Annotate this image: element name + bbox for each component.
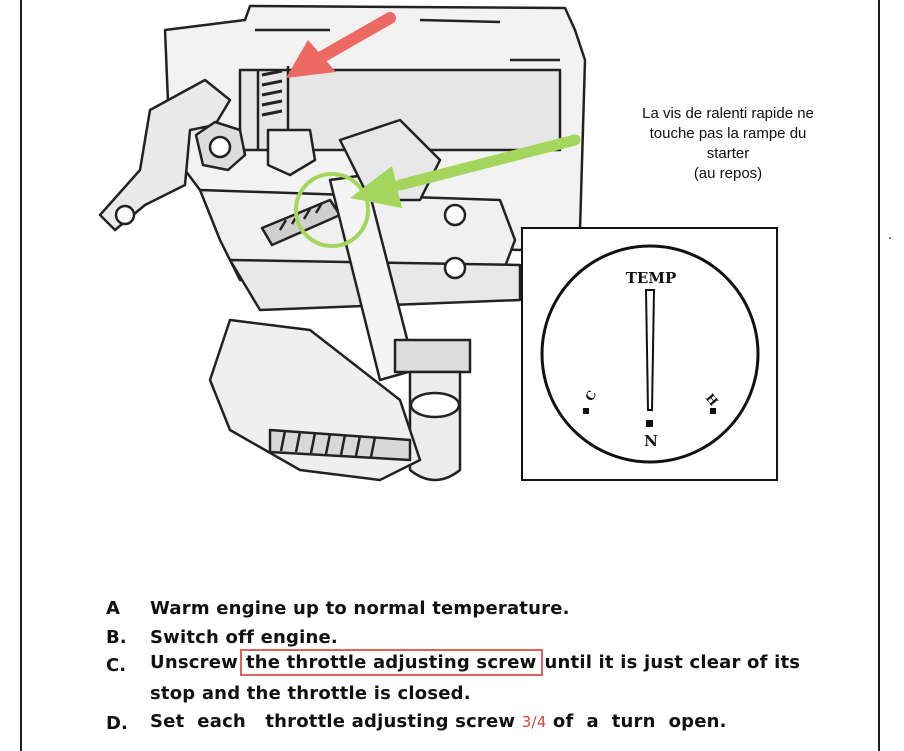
step-c-line2: stop and the throttle is closed.: [150, 683, 471, 704]
gauge-normal-label: N: [644, 432, 658, 450]
page-right-border: [878, 0, 880, 751]
red-arrow: [286, 12, 396, 78]
step-b-text: Switch off engine.: [150, 627, 338, 648]
note-line-2: touche pas la rampe du: [649, 125, 807, 142]
green-arrow: [350, 134, 581, 208]
annotation-note: La vis de ralenti rapide ne touche pas l…: [608, 104, 848, 184]
step-c-letter: C.: [106, 655, 127, 676]
step-d-fraction: 3/4: [521, 713, 547, 731]
highlighted-throttle-screw-text: the throttle adjusting screw: [239, 649, 543, 676]
step-c-pre: Unscrew: [150, 652, 238, 673]
note-line-3: starter: [706, 145, 750, 162]
step-d-text: Set each throttle adjusting screw 3/4 of…: [150, 711, 727, 732]
carburettor-illustration: TEMP N C H: [98, 4, 891, 482]
step-d-letter: D.: [106, 713, 128, 734]
gauge-title: TEMP: [626, 269, 676, 287]
step-d-post: of a turn open.: [552, 711, 727, 732]
step-d-pre: Set each throttle adjusting screw: [150, 711, 516, 732]
green-circle-highlight: [294, 172, 370, 248]
page-left-border: [20, 0, 22, 751]
note-line-4: (au repos): [693, 165, 763, 182]
step-a-letter: A: [106, 598, 120, 619]
step-c-post: until it is just clear of its: [544, 652, 801, 673]
note-line-1: La vis de ralenti rapide ne: [642, 105, 814, 122]
step-a-text: Warm engine up to normal temperature.: [150, 598, 570, 619]
step-b-letter: B.: [106, 627, 127, 648]
gauge-needle: [644, 289, 656, 411]
